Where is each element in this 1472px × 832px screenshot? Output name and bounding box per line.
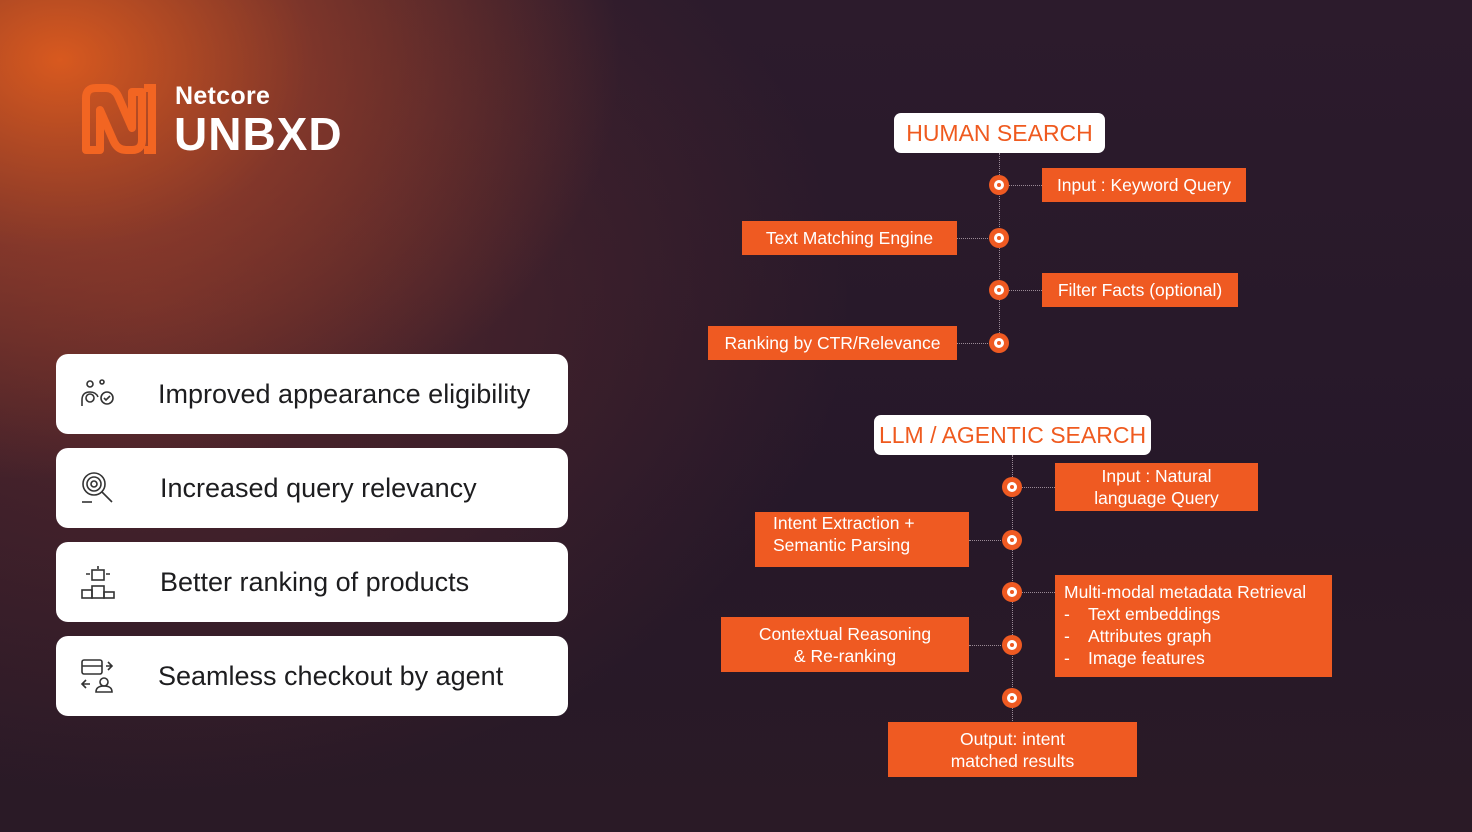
- benefit-label: Improved appearance eligibility: [158, 379, 531, 409]
- netcore-unbxd-logo: Netcore UNBXD: [82, 82, 372, 160]
- llm-output-line2: matched results: [950, 750, 1075, 771]
- step-node: [1002, 477, 1022, 497]
- human-step-text-matching: Text Matching Engine: [742, 221, 957, 255]
- connector: [1009, 185, 1042, 186]
- connector: [957, 343, 990, 344]
- logo-brand-text: Netcore: [175, 82, 271, 110]
- benefit-label: Seamless checkout by agent: [158, 661, 504, 691]
- benefit-card-eligibility: Improved appearance eligibility: [56, 354, 568, 434]
- step-node: [1002, 688, 1022, 708]
- llm-input-line2: language Query: [1094, 488, 1219, 508]
- benefit-card-ranking: Better ranking of products: [56, 542, 568, 622]
- connector: [1022, 487, 1055, 488]
- human-search-spine: [999, 153, 1000, 343]
- benefit-label: Better ranking of products: [160, 567, 470, 597]
- step-node: [989, 280, 1009, 300]
- step-node: [1002, 635, 1022, 655]
- retrieval-title: Multi-modal metadata Retrieval: [1064, 582, 1307, 602]
- checkout-agent-icon: [80, 659, 114, 693]
- retrieval-item: -Image features: [1064, 648, 1205, 668]
- llm-reasoning-line1: Contextual Reasoning: [758, 623, 932, 644]
- human-search-header: HUMAN SEARCH: [894, 113, 1105, 153]
- llm-step-intent: Intent Extraction + Semantic Parsing: [755, 512, 969, 567]
- connector: [969, 540, 1003, 541]
- logo-product-text: UNBXD: [174, 108, 343, 160]
- retrieval-item: -Attributes graph: [1064, 626, 1212, 646]
- connector: [957, 238, 990, 239]
- llm-reasoning-line2: & Re-ranking: [793, 645, 897, 666]
- llm-step-output: Output: intent matched results: [888, 722, 1137, 777]
- human-step-input: Input : Keyword Query: [1042, 168, 1246, 202]
- benefit-label: Increased query relevancy: [160, 473, 477, 503]
- benefit-card-checkout: Seamless checkout by agent: [56, 636, 568, 716]
- llm-search-header: LLM / AGENTIC SEARCH: [874, 415, 1151, 455]
- human-step-filter: Filter Facts (optional): [1042, 273, 1238, 307]
- step-node: [989, 175, 1009, 195]
- connector: [1009, 290, 1042, 291]
- users-check-icon: [81, 379, 114, 406]
- human-step-ranking: Ranking by CTR/Relevance: [708, 326, 957, 360]
- llm-step-input: Input : Natural language Query: [1055, 463, 1258, 511]
- unbxd-logo-mark-icon: [82, 84, 156, 154]
- llm-output-line1: Output: intent: [959, 728, 1066, 749]
- llm-step-reasoning: Contextual Reasoning & Re-ranking: [721, 617, 969, 672]
- step-node: [1002, 530, 1022, 550]
- llm-intent-line1: Intent Extraction +: [773, 513, 915, 533]
- llm-step-retrieval: Multi-modal metadata Retrieval -Text emb…: [1055, 575, 1332, 677]
- llm-input-line1: Input : Natural: [1101, 466, 1212, 486]
- target-search-icon: [82, 472, 113, 503]
- retrieval-item: -Text embeddings: [1064, 604, 1221, 624]
- podium-ranking-icon: [81, 566, 115, 599]
- connector: [1022, 592, 1055, 593]
- step-node: [1002, 582, 1022, 602]
- benefit-card-relevancy: Increased query relevancy: [56, 448, 568, 528]
- step-node: [989, 333, 1009, 353]
- llm-intent-line2: Semantic Parsing: [773, 535, 911, 555]
- step-node: [989, 228, 1009, 248]
- connector: [969, 645, 1003, 646]
